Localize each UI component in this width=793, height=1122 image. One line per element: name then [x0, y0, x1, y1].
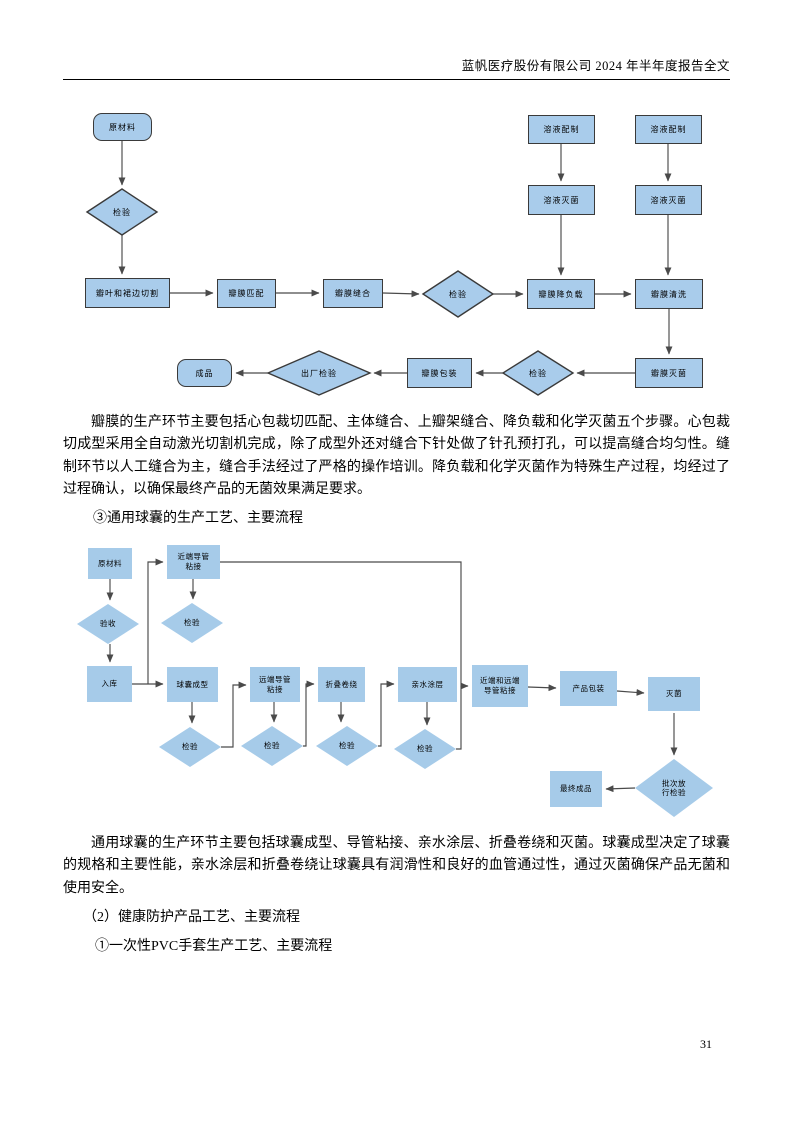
node-inspect-2: 检验 [449, 289, 467, 299]
node-balloon-forming: 球囊成型 [167, 667, 218, 702]
node-raw-material: 原材料 [93, 113, 152, 141]
node-inspect-3: 检验 [529, 368, 547, 378]
diamond-acceptance [77, 604, 139, 644]
valve-flowchart: 原材料 检验 瓣叶和裙边切割 瓣膜匹配 瓣膜缝合 检验 溶液配制 溶液配制 溶液… [0, 100, 793, 415]
node-inspect-coating: 检验 [417, 744, 433, 754]
node-solution-ster-left: 溶液灭菌 [528, 185, 595, 215]
node-proximal-bonding: 近端导管 粘接 [167, 545, 220, 579]
node-matching: 瓣膜匹配 [217, 279, 276, 308]
node-inspect-1: 检验 [113, 207, 131, 217]
valve-flowchart-edges [118, 141, 673, 377]
node-cutting: 瓣叶和裙边切割 [85, 278, 170, 308]
balloon-heading: ③通用球囊的生产工艺、主要流程 [93, 511, 303, 526]
diamond-batch-release [635, 759, 713, 817]
balloon-paragraph: 通用球囊的生产环节主要包括球囊成型、导管粘接、亲水涂层、折叠卷绕和灭菌。球囊成型… [63, 836, 730, 896]
diamond-inspect-2 [421, 270, 495, 318]
node-load-reduction: 瓣膜降负载 [527, 279, 595, 309]
balloon-flowchart-canvas [77, 558, 713, 817]
node-packaging: 瓣膜包装 [407, 358, 472, 388]
node-inspect-forming: 检验 [182, 742, 198, 752]
node-acceptance: 验收 [100, 619, 116, 629]
diamond-inspect-proximal [161, 603, 223, 643]
page-number: 31 [700, 1037, 712, 1051]
diamond-inspect-forming [159, 727, 221, 767]
diamond-inspect-1 [85, 188, 159, 236]
node-inspect-distal: 检验 [264, 741, 280, 751]
valve-flowchart-diamonds [85, 188, 575, 396]
page-header-title: 蓝帆医疗股份有限公司 2024 年半年度报告全文 [63, 55, 730, 80]
node-valve-sterilization: 瓣膜灭菌 [635, 358, 703, 388]
node-warehousing: 入库 [87, 666, 132, 702]
diamond-inspect-3 [501, 350, 575, 396]
valve-flowchart-canvas [85, 141, 673, 396]
diamond-inspect-folding [316, 726, 378, 766]
balloon-flowchart: 原材料 近端导管 粘接 验收 检验 入库 球囊成型 远端导管 粘接 折叠卷绕 亲… [0, 540, 793, 832]
node-product-packaging: 产品包装 [560, 671, 617, 706]
node-solution-prep-right: 溶液配制 [635, 115, 702, 144]
node-raw-material-2: 原材料 [88, 548, 132, 579]
node-inspect-proximal: 检验 [184, 618, 200, 628]
diamond-inspect-coating [394, 729, 456, 769]
balloon-flowchart-edges [106, 558, 678, 793]
node-sterilization: 灭菌 [648, 677, 700, 711]
node-distal-bonding: 远端导管 粘接 [250, 667, 300, 702]
health-heading: （2）健康防护产品工艺、主要流程 [83, 910, 300, 925]
node-batch-release-inspection: 批次放 行检验 [662, 778, 686, 798]
node-final-product: 最终成品 [550, 771, 602, 807]
diamond-factory-inspection [266, 350, 372, 396]
node-hydrophilic-coating: 亲水涂层 [398, 667, 457, 702]
node-inspect-folding: 检验 [339, 741, 355, 751]
node-proximal-distal-bonding: 近端和远端 导管粘接 [472, 665, 528, 707]
node-solution-prep-left: 溶液配制 [528, 115, 595, 144]
diamond-inspect-distal [241, 726, 303, 766]
node-solution-ster-right: 溶液灭菌 [635, 185, 702, 215]
node-folding-winding: 折叠卷绕 [318, 667, 365, 702]
node-factory-inspection: 出厂检验 [301, 368, 337, 378]
node-finished-product: 成品 [177, 359, 232, 387]
valve-paragraph: 瓣膜的生产环节主要包括心包裁切匹配、主体缝合、上瓣架缝合、降负载和化学灭菌五个步… [63, 415, 730, 498]
node-cleaning: 瓣膜清洗 [635, 279, 703, 309]
balloon-flowchart-diamonds [77, 603, 713, 817]
pvc-heading: ①一次性PVC手套生产工艺、主要流程 [95, 939, 333, 954]
node-suturing: 瓣膜缝合 [323, 279, 383, 308]
